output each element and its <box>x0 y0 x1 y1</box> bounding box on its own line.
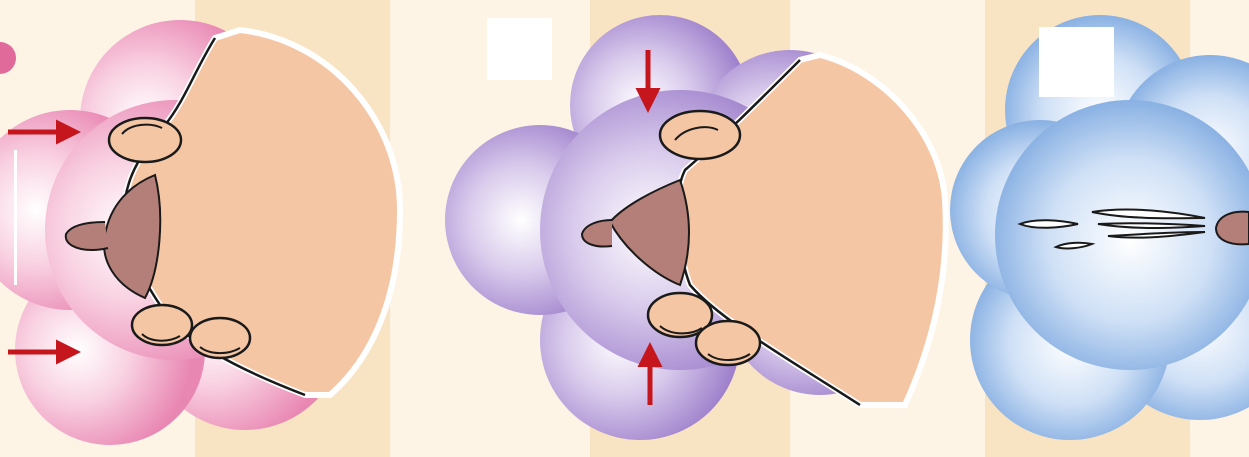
thumb-2 <box>660 111 740 159</box>
label-box-2 <box>487 18 552 80</box>
label-box-3 <box>1039 27 1114 97</box>
thumb-1 <box>109 118 181 162</box>
left-edge-line <box>14 150 17 285</box>
